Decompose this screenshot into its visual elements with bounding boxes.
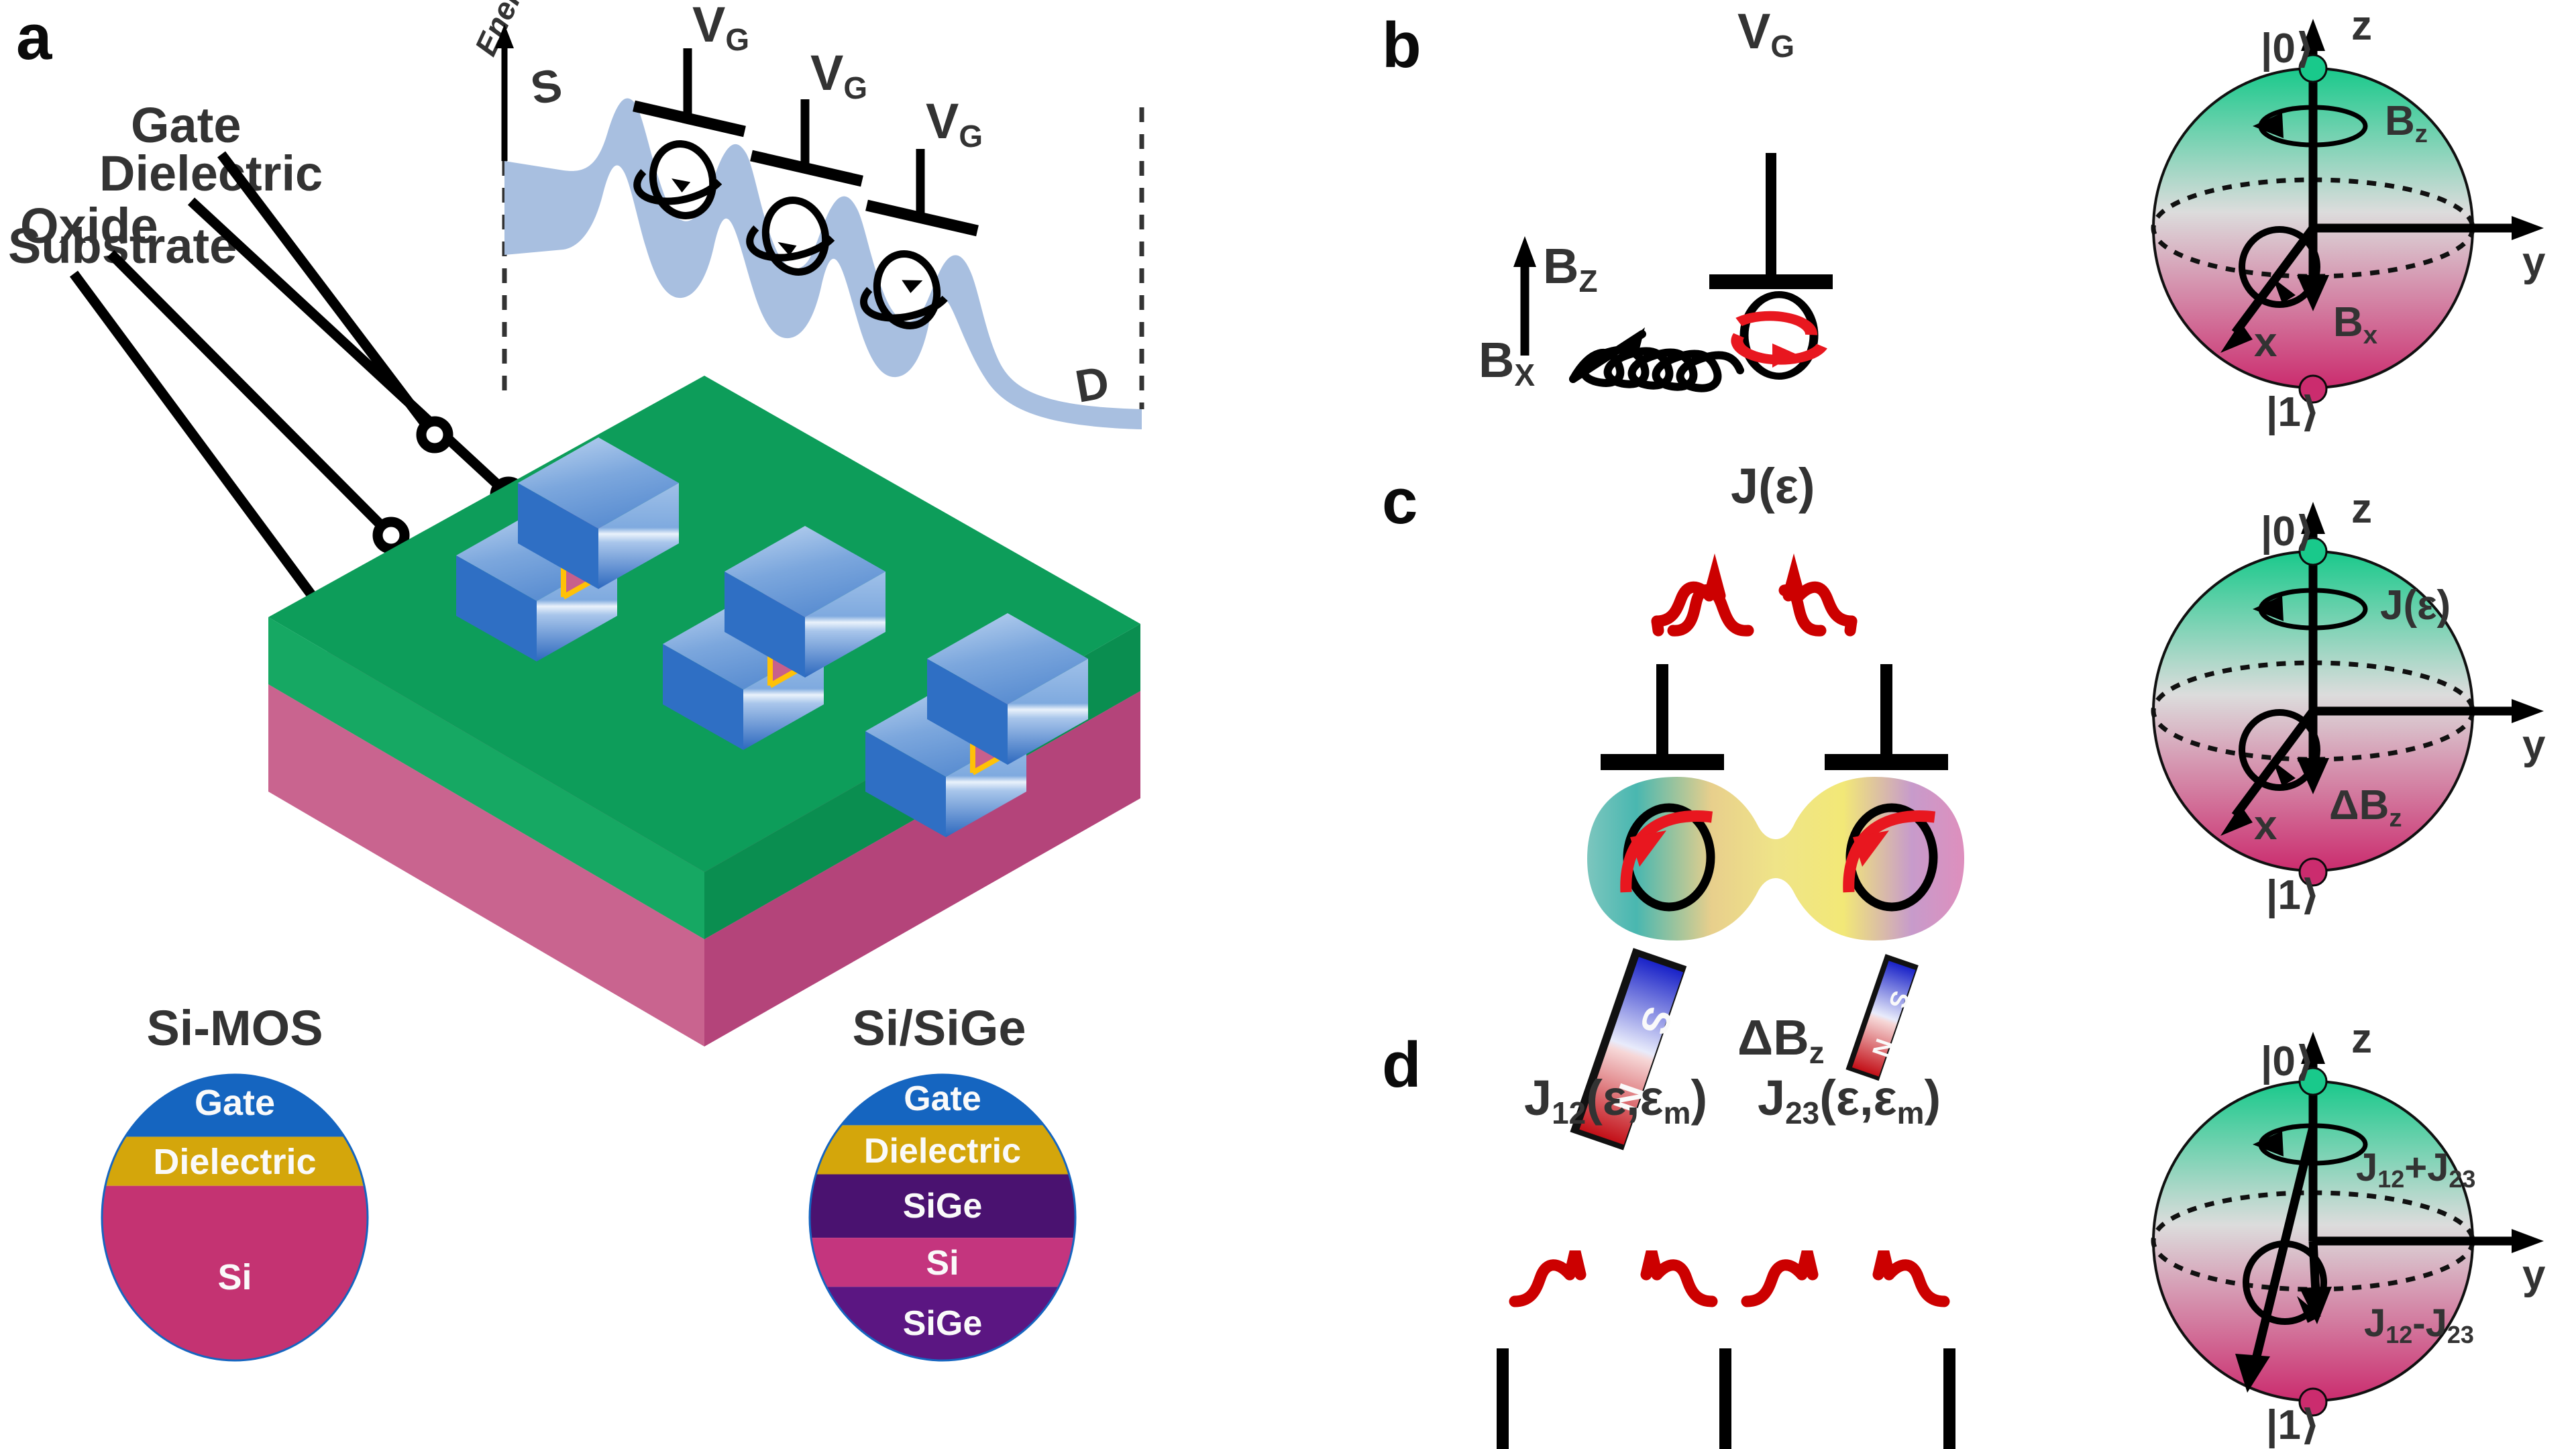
panel-b-spin-qubit — [1731, 291, 1827, 380]
panel-b-gate-label: VG — [1737, 3, 1795, 64]
panel-d-gate-3[interactable] — [1890, 1348, 2008, 1449]
callout-dot-oxide — [372, 517, 410, 554]
panel-d-bloch-rot-z-label: J12+J23 — [2356, 1146, 2476, 1193]
panel-c-bloch-z-label: z — [2351, 486, 2372, 532]
panel-d-gate-2[interactable] — [1666, 1348, 1784, 1449]
stack-circle-si-mos: Gate Dielectric Si — [101, 1073, 369, 1362]
panel-c-bloch-rot-x-label: ΔBz — [2329, 782, 2402, 833]
panel-c-bloch-x-label: x — [2254, 802, 2277, 849]
panel-d-letter: d — [1382, 1029, 1421, 1101]
bz-arrow — [1513, 236, 1536, 356]
panel-a-device-3d — [268, 376, 1140, 1046]
panel-d-coupling-label-12: J12(ε,εm) — [1524, 1070, 1708, 1130]
leader-oxide — [107, 250, 390, 534]
potential-landscape-fill — [504, 98, 1142, 429]
bloch-state-1-dot — [2298, 374, 2328, 404]
panel-c-schematic: S N S N — [1570, 553, 1964, 1150]
panel-c-gate-right[interactable] — [1825, 664, 1948, 770]
panel-d-bloch-y-label: y — [2522, 1252, 2546, 1298]
panel-d-bloch-rot-x-label: J12-J23 — [2364, 1301, 2474, 1349]
panel-c-gate-left[interactable] — [1601, 664, 1724, 770]
panel-d-bloch-sphere — [2151, 1032, 2544, 1417]
stack-layer-label: SiGe — [903, 1187, 983, 1226]
panel-a-potential-diagram: S D — [495, 24, 1144, 429]
panel-a-gate-2[interactable] — [750, 99, 863, 187]
panel-c-letter: c — [1382, 466, 1418, 537]
panel-d-schematic — [1444, 1250, 2008, 1449]
gate-block-2b — [724, 526, 885, 678]
panel-c-magnet-right: S N — [1845, 954, 1919, 1081]
panel-c-bloch-rot-z-label: J(ε) — [2380, 582, 2451, 629]
stack-layer-label: Si — [217, 1257, 252, 1297]
panel-c-bloch-ket0-label: |0⟩ — [2261, 508, 2315, 555]
callout-label-gate: Gate — [131, 97, 241, 153]
panel-a-gate-label-3: VG — [926, 93, 983, 154]
gate-block-1b — [518, 437, 679, 589]
panel-d-bloch-ket1-label: |1⟩ — [2266, 1402, 2320, 1448]
panel-c-brace-right — [1793, 581, 1858, 627]
stack-circle-si-sige: Gate Dielectric SiGe Si SiGe — [808, 1073, 1077, 1362]
stack-title-si-mos: Si-MOS — [146, 1000, 323, 1056]
panel-d-bloch-z-label: z — [2351, 1016, 2372, 1062]
panel-b-bloch-rot-x-label: Bx — [2333, 299, 2378, 350]
stack-title-si-sige: Si/SiGe — [852, 1000, 1026, 1056]
panel-c-gradient-label: ΔBz — [1737, 1010, 1825, 1070]
stack-layer-label: Si — [926, 1244, 959, 1283]
panel-b-bloch-x-label: x — [2254, 319, 2277, 366]
panel-a-gate-label-2: VG — [810, 45, 868, 105]
stack-layer-label: Gate — [195, 1083, 275, 1123]
stack-layer-label: SiGe — [903, 1304, 983, 1343]
panel-b-bloch-ket0-label: |0⟩ — [2261, 25, 2315, 72]
energy-axis-arrow — [495, 24, 514, 161]
spin-icon-3 — [860, 250, 948, 329]
panel-b-schematic — [1513, 153, 1833, 392]
panel-b-gate-symbol[interactable] — [1709, 153, 1833, 289]
bx-rotation-loop — [2239, 226, 2329, 311]
panel-c-bloch-sphere — [2151, 502, 2544, 887]
panel-b-bloch-rot-z-label: Bz — [2385, 98, 2428, 148]
panel-c-brace-left — [1651, 581, 1715, 627]
bx-wave — [1569, 327, 1744, 392]
panel-b-bx-label: BX — [1479, 332, 1536, 392]
panel-c-spin-right — [1843, 803, 1938, 912]
panel-c-coupling-label: J(ε) — [1731, 458, 1815, 514]
callout-label-dielectric: Dielectric — [99, 146, 323, 201]
bloch-state-0-dot — [2298, 1067, 2328, 1096]
panel-b-bloch-y-label: y — [2522, 239, 2546, 285]
panel-d-brace-23 — [1741, 1250, 1950, 1307]
stack-layer-label: Gate — [904, 1079, 981, 1118]
bloch-state-1-dot — [2298, 1387, 2328, 1417]
panel-b-bloch-ket1-label: |1⟩ — [2266, 389, 2320, 435]
gate-block-3b — [927, 613, 1088, 765]
panel-b-letter: b — [1382, 9, 1421, 81]
callout-dot-gate — [416, 416, 453, 453]
deltabz-rotation-loop — [2239, 709, 2329, 794]
bloch-state-0-dot — [2298, 537, 2328, 566]
panel-b-bloch-sphere — [2151, 19, 2544, 404]
panel-d-bloch-ket0-label: |0⟩ — [2261, 1038, 2315, 1085]
panel-d-brace-12 — [1509, 1250, 1718, 1307]
bloch-state-1-dot — [2298, 857, 2328, 887]
bloch-state-0-dot — [2298, 54, 2328, 83]
panel-c-spin-left — [1620, 803, 1715, 912]
panel-b-bz-label: BZ — [1543, 238, 1598, 299]
panel-c-bloch-ket1-label: |1⟩ — [2266, 872, 2320, 918]
callout-label-oxide: Oxide — [20, 198, 158, 254]
panel-a-letter: a — [16, 1, 52, 73]
panel-d-gate-1[interactable] — [1444, 1348, 1562, 1449]
panel-c-bloch-y-label: y — [2522, 722, 2546, 768]
panel-d-coupling-label-23: J23(ε,εm) — [1758, 1070, 1941, 1130]
j-sum-rotation-loop — [2253, 1123, 2368, 1166]
j-rotation-loop — [2253, 588, 2368, 631]
bz-rotation-loop — [2253, 105, 2368, 148]
spin-icon-2 — [746, 197, 835, 276]
panel-a-gate-3[interactable] — [865, 149, 979, 237]
stack-layer-label: Dielectric — [153, 1142, 316, 1182]
panel-b-bloch-z-label: z — [2351, 3, 2372, 49]
stack-layer-label: Dielectric — [864, 1132, 1021, 1171]
spin-icon-1 — [633, 140, 722, 219]
panel-a-gate-1[interactable] — [633, 48, 746, 138]
j-diff-rotation-loop — [2243, 1240, 2332, 1325]
panel-a-gate-label-1: VG — [692, 0, 750, 57]
